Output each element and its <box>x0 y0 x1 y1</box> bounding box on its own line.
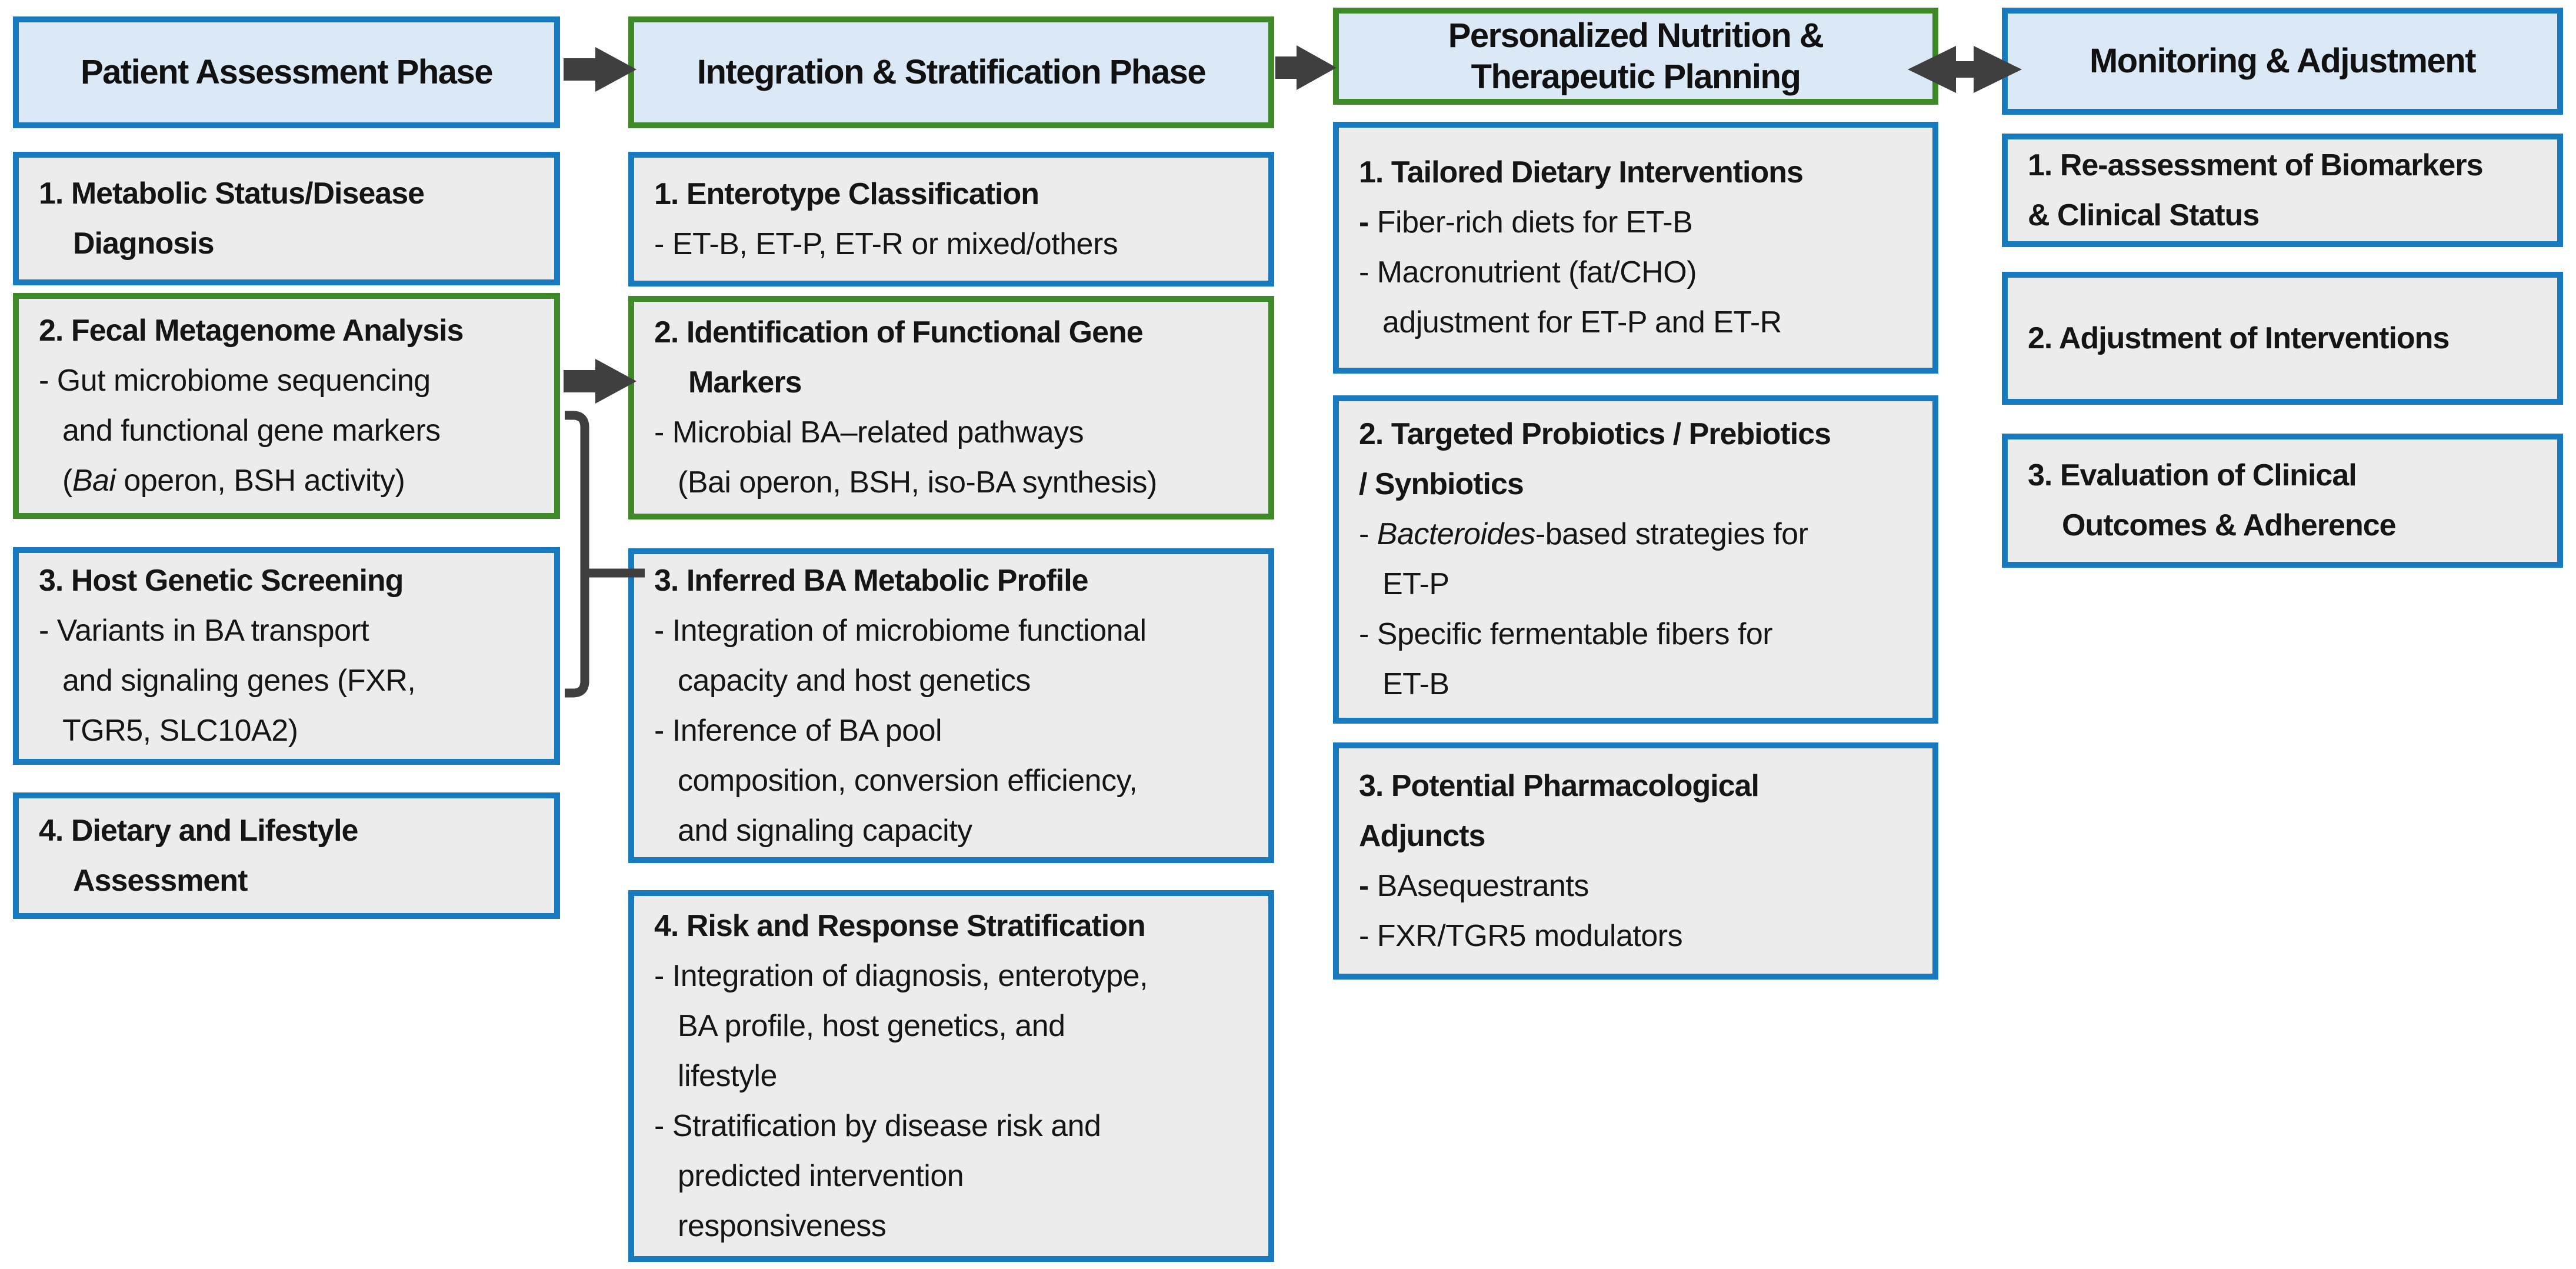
text-line: - Bacteroides-based strategies for <box>1359 517 1808 551</box>
text-line: - Inference of BA pool <box>654 713 942 748</box>
text-line: - Microbial BA–related pathways <box>654 415 1084 449</box>
text-line: - Stratification by disease risk and <box>654 1108 1101 1143</box>
header-label-line1: Personalized Nutrition & <box>1448 16 1824 55</box>
box-host-genetic-screening: 3. Host Genetic Screening - Variants in … <box>13 547 560 765</box>
text-line: TGR5, SLC10A2) <box>62 714 298 748</box>
text-line: BA profile, host genetics, and <box>678 1008 1065 1043</box>
text-line: - BAsequestrants <box>1359 868 1589 903</box>
box-tailored-dietary-interventions: 1. Tailored Dietary Interventions - Fibe… <box>1333 122 1938 374</box>
text-line: 1. Enterotype Classification <box>654 176 1039 211</box>
text-line: & Clinical Status <box>2028 198 2260 232</box>
arrow-right-icon <box>1275 45 1337 90</box>
text-line: and signaling capacity <box>678 813 972 848</box>
text-line: - Integration of diagnosis, enterotype, <box>654 958 1148 993</box>
text-line: responsiveness <box>678 1208 887 1243</box>
text-line: composition, conversion efficiency, <box>678 763 1138 798</box>
text-line: - Gut microbiome sequencing <box>39 364 431 398</box>
text-line: 1. Metabolic Status/Disease <box>39 176 425 211</box>
text-line: - Specific fermentable fibers for <box>1359 617 1773 651</box>
text-line: Outcomes & Adherence <box>2062 508 2397 542</box>
box-potential-pharmacological-adjuncts: 3. Potential Pharmacological Adjuncts - … <box>1333 742 1938 980</box>
text-line: predicted intervention <box>678 1158 964 1193</box>
text-line: 3. Potential Pharmacological <box>1359 768 1759 803</box>
text-line: 4. Dietary and Lifestyle <box>39 813 358 848</box>
text-line: / Synbiotics <box>1359 467 1524 501</box>
box-inferred-ba-metabolic-profile: 3. Inferred BA Metabolic Profile - Integ… <box>628 548 1274 863</box>
header-integration-stratification-phase: Integration & Stratification Phase <box>628 16 1274 128</box>
text-line: adjustment for ET-P and ET-R <box>1382 305 1782 339</box>
box-reassessment-biomarkers: 1. Re-assessment of Biomarkers & Clinica… <box>2002 134 2563 247</box>
box-functional-gene-markers: 2. Identification of Functional Gene Mar… <box>628 296 1274 519</box>
text-line: 2. Targeted Probiotics / Prebiotics <box>1359 417 1831 451</box>
box-fecal-metagenome-analysis: 2. Fecal Metagenome Analysis - Gut micro… <box>13 293 560 519</box>
text-line: 1. Re-assessment of Biomarkers <box>2028 148 2483 182</box>
box-risk-response-stratification: 4. Risk and Response Stratification - In… <box>628 890 1274 1262</box>
text-line: 3. Host Genetic Screening <box>39 564 404 598</box>
text-line: Adjuncts <box>1359 818 1485 853</box>
box-targeted-probiotics-prebiotics-synbiotics: 2. Targeted Probiotics / Prebiotics / Sy… <box>1333 395 1938 724</box>
text-line: and signaling genes (FXR, <box>62 664 416 698</box>
text-line: - FXR/TGR5 modulators <box>1359 918 1683 953</box>
text-line: - Macronutrient (fat/CHO) <box>1359 255 1697 289</box>
text-line: - Fiber-rich diets for ET-B <box>1359 205 1693 239</box>
text-line: Diagnosis <box>73 226 214 261</box>
text-line: ET-B <box>1382 667 1449 701</box>
text-line: Markers <box>688 365 802 399</box>
text-line: 3. Inferred BA Metabolic Profile <box>654 563 1089 598</box>
text-line: and functional gene markers <box>62 414 441 448</box>
text-line: (Bai operon, BSH activity) <box>62 464 405 498</box>
text-line: Assessment <box>73 863 248 898</box>
text-line: 2. Fecal Metagenome Analysis <box>39 314 464 348</box>
header-label: Monitoring & Adjustment <box>2089 42 2477 80</box>
text-line: 1. Tailored Dietary Interventions <box>1359 155 1804 189</box>
text-line: 3. Evaluation of Clinical <box>2028 458 2357 492</box>
header-label-line2: Therapeutic Planning <box>1471 57 1801 96</box>
arrow-right-icon <box>564 47 636 92</box>
text-line: capacity and host genetics <box>678 663 1031 698</box>
box-adjustment-of-interventions: 2. Adjustment of Interventions <box>2002 272 2563 405</box>
header-label: Integration & Stratification Phase <box>697 53 1207 91</box>
header-patient-assessment-phase: Patient Assessment Phase <box>13 16 560 128</box>
text-line: 2. Adjustment of Interventions <box>2028 321 2450 355</box>
text-line: 2. Identification of Functional Gene <box>654 315 1144 349</box>
text-line: ET-P <box>1382 567 1449 601</box>
text-line: - Integration of microbiome functional <box>654 613 1147 648</box>
text-line: - ET-B, ET-P, ET-R or mixed/others <box>654 227 1118 261</box>
text-line: (Bai operon, BSH, iso-BA synthesis) <box>678 465 1157 499</box>
box-dietary-lifestyle-assessment: 4. Dietary and Lifestyle Assessment <box>13 792 560 919</box>
box-evaluation-clinical-outcomes: 3. Evaluation of Clinical Outcomes & Adh… <box>2002 434 2563 568</box>
box-metabolic-status-diagnosis: 1. Metabolic Status/Disease Diagnosis <box>13 152 560 285</box>
box-enterotype-classification: 1. Enterotype Classification - ET-B, ET-… <box>628 152 1274 287</box>
text-line: - Variants in BA transport <box>39 614 369 648</box>
text-line: lifestyle <box>678 1058 777 1093</box>
arrow-right-icon <box>564 359 636 404</box>
header-label: Patient Assessment Phase <box>80 53 494 91</box>
header-monitoring-adjustment: Monitoring & Adjustment <box>2002 8 2563 115</box>
text-line: 4. Risk and Response Stratification <box>654 908 1146 943</box>
header-personalized-nutrition-planning: Personalized Nutrition & Therapeutic Pla… <box>1333 8 1938 105</box>
